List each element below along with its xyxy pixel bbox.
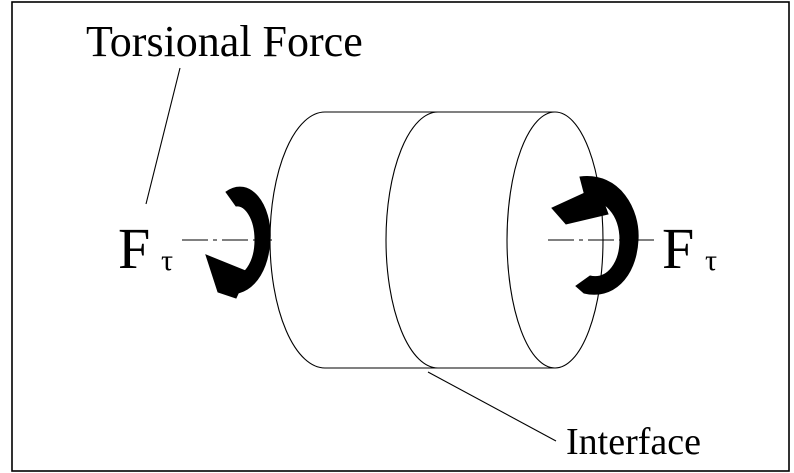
interface-seam: [385, 111, 439, 369]
left-torque-arrow-icon: [205, 186, 271, 299]
cylinder-left-end: [269, 111, 326, 369]
svg-text:τ: τ: [705, 244, 717, 277]
right-torque-arrow-icon: [551, 176, 639, 295]
torsional-force-leader: [145, 67, 181, 205]
torsional-force-label: Torsional Force: [86, 17, 363, 66]
svg-text:τ: τ: [161, 244, 173, 277]
force-right-label: F τ: [662, 216, 717, 281]
svg-text:F: F: [118, 216, 150, 281]
svg-text:F: F: [662, 216, 694, 281]
force-left-label: F τ: [118, 216, 173, 281]
interface-label: Interface: [566, 421, 701, 463]
interface-leader: [427, 371, 557, 442]
diagram-frame: [11, 1, 790, 472]
